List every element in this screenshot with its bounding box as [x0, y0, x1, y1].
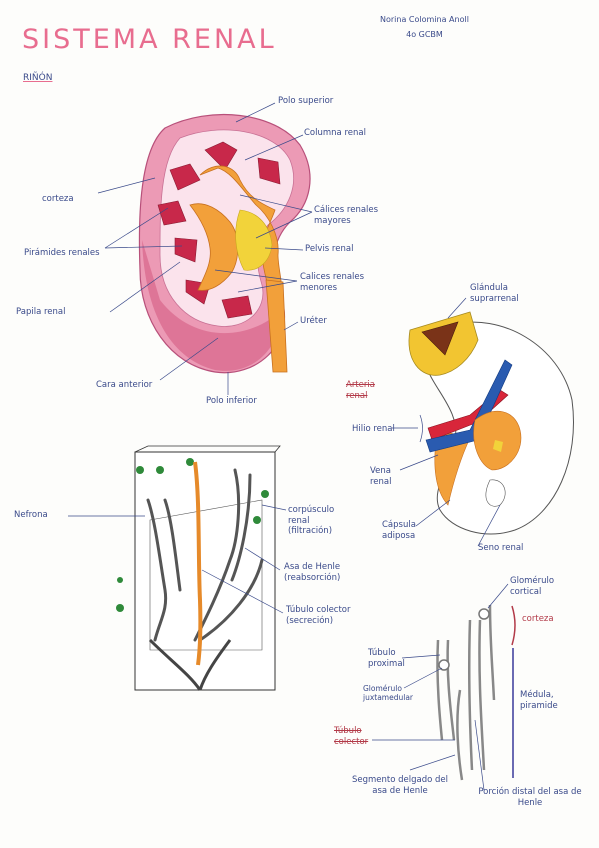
label-corpusculo: corpúsculo renal (filtración) [288, 505, 335, 537]
author-name: Norina Colomina Anoll [380, 15, 469, 24]
label-medula: Médula, piramide [520, 690, 558, 711]
label-glomerulo-yuxta: Glomérulo juxtamedular [363, 684, 414, 703]
label-polo-superior: Polo superior [278, 96, 334, 106]
ureter [265, 279, 288, 373]
renal-sinus [485, 479, 506, 507]
label-asa-henle: Asa de Henle (reabsorción) [284, 562, 341, 583]
pelvis-yellow-spot [493, 440, 503, 452]
adrenal-medulla [421, 321, 459, 356]
block-outline [134, 451, 276, 691]
renal-pyramids [157, 141, 281, 319]
kidney-section-illustration [138, 113, 311, 374]
coronal-kidney-illustration [408, 311, 574, 535]
page-title: SISTEMA RENAL [22, 24, 277, 55]
label-pelvis: Pelvis renal [305, 244, 354, 254]
author-group: 4o GCBM [406, 30, 443, 40]
cortical-glomeruli [116, 458, 269, 612]
nephron-block-leader-lines [68, 504, 287, 614]
label-hilio: Hilio renal [352, 424, 395, 434]
nephron-tubules [146, 468, 264, 642]
label-nefrona: Nefrona [14, 510, 48, 520]
block-top [134, 445, 281, 453]
collecting-duct [193, 461, 203, 666]
label-papila: Papila renal [16, 307, 66, 317]
coronal-leader-lines [392, 297, 501, 547]
tubule-collector-branch [148, 638, 232, 691]
label-capsula: Cápsula adiposa [382, 520, 416, 541]
label-calices-menores: Calices renales menores [300, 272, 365, 293]
label-corteza-nephron: corteza [522, 614, 554, 624]
label-cara-anterior: Cara anterior [96, 380, 153, 390]
kidney-leader-lines [97, 102, 313, 395]
label-columna-renal: Columna renal [304, 128, 366, 138]
label-tubulo-colector-detail: Túbulo colector [334, 726, 369, 747]
label-glomerulo-cortical: Glomérulo cortical [510, 576, 555, 597]
label-tubulo-proximal: Túbulo proximal [368, 648, 405, 669]
label-polo-inferior: Polo inferior [206, 396, 257, 406]
label-seno: Seno renal [478, 543, 524, 553]
label-ureter: Uréter [300, 316, 327, 326]
label-tubulo-colector-block: Túbulo colector (secreción) [286, 605, 351, 626]
nephron-block-illustration [116, 445, 281, 691]
author-block: Norina Colomina Anoll 4o GCBM [380, 12, 469, 42]
label-piramides: Pirámides renales [24, 248, 100, 258]
label-vena: Vena renal [370, 466, 392, 487]
renal-vein [425, 359, 513, 453]
label-arteria: Arteria renal [346, 380, 375, 401]
nephron-detail-illustration [436, 604, 516, 781]
section-subtitle: RIÑÓN [23, 73, 53, 83]
label-porcion-distal: Porción distal del asa de Henle [478, 787, 582, 808]
cortex-bracket [511, 605, 516, 646]
label-segmento-delgado: Segmento delgado del asa de Henle [351, 775, 449, 796]
label-corteza: corteza [42, 194, 74, 204]
label-glandula: Glándula suprarrenal [470, 283, 519, 304]
nephron-detail-leader-lines [372, 583, 509, 791]
label-calices-mayores: Cálices renales mayores [314, 205, 379, 226]
kidney-lower-shade [142, 240, 282, 371]
inner-medulla [149, 499, 263, 651]
renal-pelvis [235, 209, 273, 271]
